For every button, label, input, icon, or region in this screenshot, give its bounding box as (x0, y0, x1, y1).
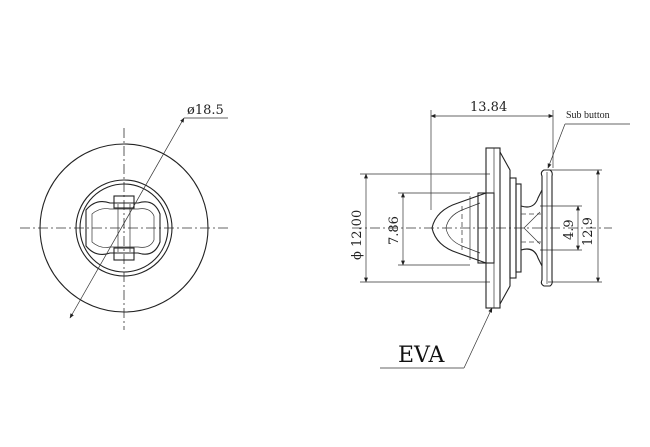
flange-outer (485, 147, 501, 309)
neck-diag (523, 211, 541, 245)
sub-button-label: Sub button (566, 110, 610, 121)
sub-button-disk (540, 169, 553, 287)
snap-tip-inner (445, 202, 481, 254)
sub-button-leader (547, 123, 566, 169)
length-label: 13.84 (470, 100, 507, 115)
washer-2 (515, 183, 522, 273)
phi12-label: ϕ 12.00 (350, 210, 365, 260)
front-diameter-label: ø18.5 (187, 103, 224, 118)
d129-label: 12.9 (581, 217, 596, 246)
neck (520, 189, 543, 267)
snap-tip-outline (431, 192, 487, 264)
eva-leader (463, 307, 493, 369)
front-diameter-leader (69, 117, 185, 319)
eva-label: EVA (398, 343, 445, 368)
d786-label: 7.86 (387, 216, 402, 245)
front-view: ø18.5 (20, 103, 228, 330)
side-view: 13.84 Sub button ϕ 12.00 7.86 4.9 12.9 (350, 100, 630, 369)
d49-label: 4.9 (562, 219, 577, 240)
